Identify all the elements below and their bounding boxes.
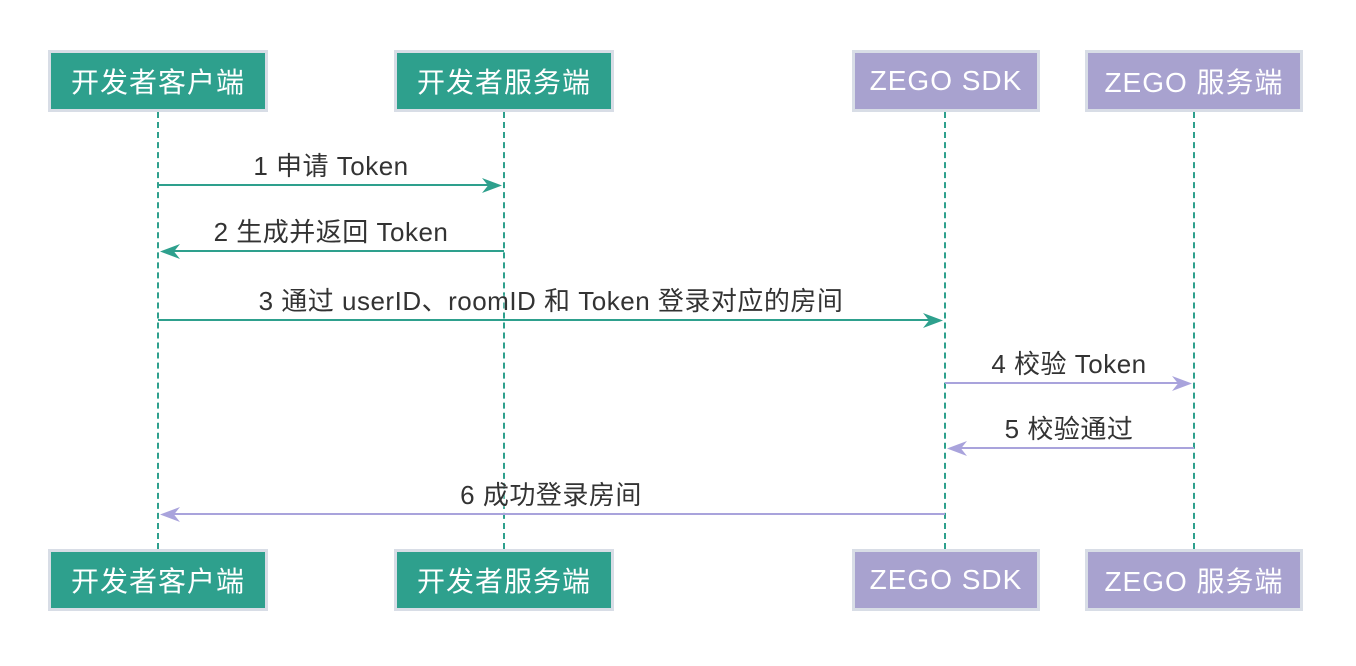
message-5-label: 5 校验通过: [1004, 414, 1134, 444]
actor-bottom-dev-server: 开发者服务端: [394, 549, 614, 611]
actor-label: ZEGO SDK: [869, 564, 1023, 595]
message-3-label: 3 通过 userID、roomID 和 Token 登录对应的房间: [258, 286, 844, 316]
message-6-label: 6 成功登录房间: [460, 480, 642, 510]
lifeline-zego-server: [1193, 112, 1195, 549]
actor-label: 开发者服务端: [416, 67, 591, 98]
actor-bottom-dev-client: 开发者客户端: [48, 549, 268, 611]
lifeline-dev-server: [503, 112, 505, 549]
message-5-arrow-line: [955, 447, 1194, 449]
lifeline-zego-sdk: [944, 112, 946, 549]
message-6-arrow-line: [168, 513, 945, 515]
actor-top-dev-client: 开发者客户端: [48, 50, 268, 112]
actor-label: ZEGO 服务端: [1104, 67, 1284, 98]
message-3-arrow-line: [158, 319, 937, 321]
actor-bottom-zego-server: ZEGO 服务端: [1085, 549, 1303, 611]
actor-label: 开发者客户端: [70, 566, 245, 597]
actor-bottom-zego-sdk: ZEGO SDK: [852, 549, 1040, 611]
message-4-arrow-line: [945, 382, 1186, 384]
actor-top-zego-sdk: ZEGO SDK: [852, 50, 1040, 112]
actor-label: 开发者服务端: [416, 566, 591, 597]
actor-top-dev-server: 开发者服务端: [394, 50, 614, 112]
actor-label: ZEGO 服务端: [1104, 566, 1284, 597]
message-2-arrow-line: [168, 250, 504, 252]
actor-label: ZEGO SDK: [869, 65, 1023, 96]
message-1-arrow-line: [158, 184, 496, 186]
actor-top-zego-server: ZEGO 服务端: [1085, 50, 1303, 112]
message-1-label: 1 申请 Token: [253, 151, 409, 181]
message-4-label: 4 校验 Token: [991, 349, 1147, 379]
actor-label: 开发者客户端: [70, 67, 245, 98]
message-2-label: 2 生成并返回 Token: [213, 217, 449, 247]
lifeline-dev-client: [157, 112, 159, 549]
